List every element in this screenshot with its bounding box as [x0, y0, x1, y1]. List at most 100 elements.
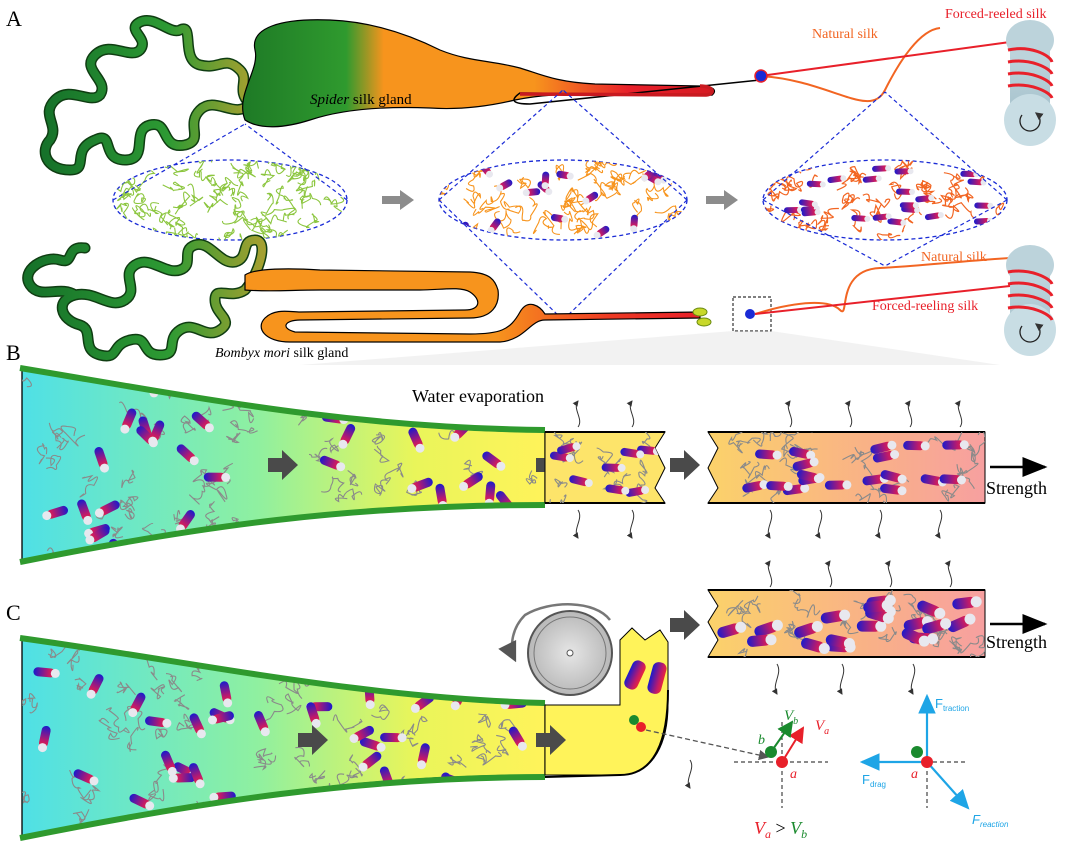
- protein-rod: [784, 206, 801, 214]
- chain-squiggle: [323, 196, 345, 213]
- chain-squiggle: [532, 216, 554, 235]
- dark-arrow-c3: [670, 610, 700, 640]
- chain-squiggle: [641, 432, 653, 448]
- protein-rod-cap: [641, 486, 650, 494]
- protein-rod-cap: [496, 184, 504, 192]
- protein-rod: [38, 725, 51, 748]
- chain-squiggle: [347, 470, 359, 487]
- protein-rod: [801, 637, 825, 653]
- evaporation-arrow: [784, 400, 793, 428]
- chain-squiggle: [133, 192, 146, 205]
- protein-rod-cap: [120, 424, 130, 434]
- chain-squiggle: [229, 420, 258, 434]
- protein-rod: [903, 617, 928, 631]
- chain-squiggle: [203, 198, 228, 213]
- protein-rod: [130, 692, 146, 714]
- chain-squiggle: [610, 170, 626, 186]
- fiber-b-first: [544, 431, 666, 504]
- protein-rod-cap: [771, 619, 783, 631]
- chain-squiggle: [940, 182, 960, 203]
- evaporation-arrow: [907, 663, 916, 695]
- protein-rod: [89, 526, 110, 543]
- protein-rod-cap: [354, 806, 364, 816]
- protein-rod-cap: [654, 178, 662, 186]
- protein-rod: [754, 621, 778, 637]
- chain-squiggle: [888, 181, 902, 200]
- chain-squiggle: [176, 814, 195, 832]
- chain-squiggle: [310, 231, 336, 240]
- chain-squiggle: [1002, 221, 1007, 239]
- protein-rod: [88, 674, 104, 695]
- chain-squiggle: [767, 188, 790, 202]
- protein-rod-cap: [636, 450, 645, 459]
- chain-squiggle: [941, 484, 960, 502]
- protein-rod-cap: [927, 633, 939, 645]
- chain-squiggle: [105, 707, 130, 734]
- chain-squiggle: [953, 637, 980, 654]
- chain-squiggle: [22, 791, 30, 804]
- chain-squiggle: [311, 526, 321, 553]
- protein-rod-cap: [912, 202, 919, 209]
- chain-squiggle: [549, 494, 567, 503]
- protein-rod: [161, 750, 176, 772]
- chain-squiggle: [280, 794, 300, 808]
- protein-rod-cap: [38, 743, 47, 753]
- protein-rod: [851, 214, 868, 222]
- protein-rod-cap: [781, 164, 788, 171]
- evaporation-squiggles-b: [572, 400, 963, 539]
- chain-squiggle: [744, 465, 770, 492]
- dark-arrow-b3: [670, 450, 700, 480]
- protein-rod-cap: [167, 766, 177, 776]
- protein-rod: [73, 769, 95, 784]
- chain-squiggle: [213, 377, 226, 394]
- chain-squiggle: [233, 172, 249, 202]
- chain-squiggle: [260, 224, 271, 239]
- protein-rod-cap: [881, 599, 893, 611]
- protein-rod: [462, 472, 483, 489]
- chain-squiggle: [496, 734, 509, 756]
- dash-line-e2-bot-r: [562, 199, 688, 321]
- protein-rod: [872, 450, 895, 463]
- protein-rod-cap: [882, 612, 894, 624]
- protein-rod-cap: [450, 432, 460, 442]
- protein-rod: [896, 188, 913, 195]
- spool-top: [1004, 20, 1056, 146]
- chain-squiggle: [355, 660, 373, 687]
- chain-squiggle: [664, 222, 678, 232]
- protein-rod: [801, 209, 818, 217]
- protein-rod: [960, 170, 977, 178]
- strength-label-c: Strength: [986, 632, 1047, 652]
- chain-squiggle: [260, 192, 274, 216]
- chain-squiggle: [475, 668, 490, 690]
- protein-rod-cap: [391, 526, 401, 536]
- protein-rod: [203, 472, 226, 482]
- state-aligned-ellipse: [762, 159, 1008, 241]
- point-b-velocity: [765, 746, 777, 758]
- protein-rod: [862, 175, 879, 183]
- protein-rod-cap: [864, 215, 871, 222]
- protein-rod-cap: [885, 213, 892, 220]
- protein-rod: [314, 385, 336, 399]
- chain-squiggle: [324, 437, 339, 454]
- protein-rod: [755, 449, 778, 460]
- point-a-label: a: [790, 767, 797, 782]
- spool-bottom: [1004, 245, 1056, 356]
- dark-arrow-c1: [298, 725, 328, 755]
- protein-rod-cap: [128, 708, 138, 718]
- protein-rod: [820, 610, 845, 624]
- protein-rod-cap: [196, 729, 206, 739]
- protein-rod: [174, 536, 195, 553]
- protein-rod-cap: [195, 779, 205, 789]
- chain-squiggle: [565, 187, 579, 201]
- chain-squiggle: [127, 726, 139, 752]
- chain-squiggle: [221, 210, 247, 225]
- bombyx-gland-coil: [22, 234, 268, 362]
- chain-squiggle: [563, 210, 587, 231]
- protein-rod: [620, 447, 641, 458]
- protein-rod-cap: [897, 486, 907, 496]
- dash-line-e2-bot-l: [438, 199, 564, 321]
- protein-rod-cap: [811, 621, 823, 632]
- protein-rod: [967, 178, 984, 186]
- chain-squiggle: [477, 713, 491, 728]
- chain-squiggle: [941, 192, 955, 208]
